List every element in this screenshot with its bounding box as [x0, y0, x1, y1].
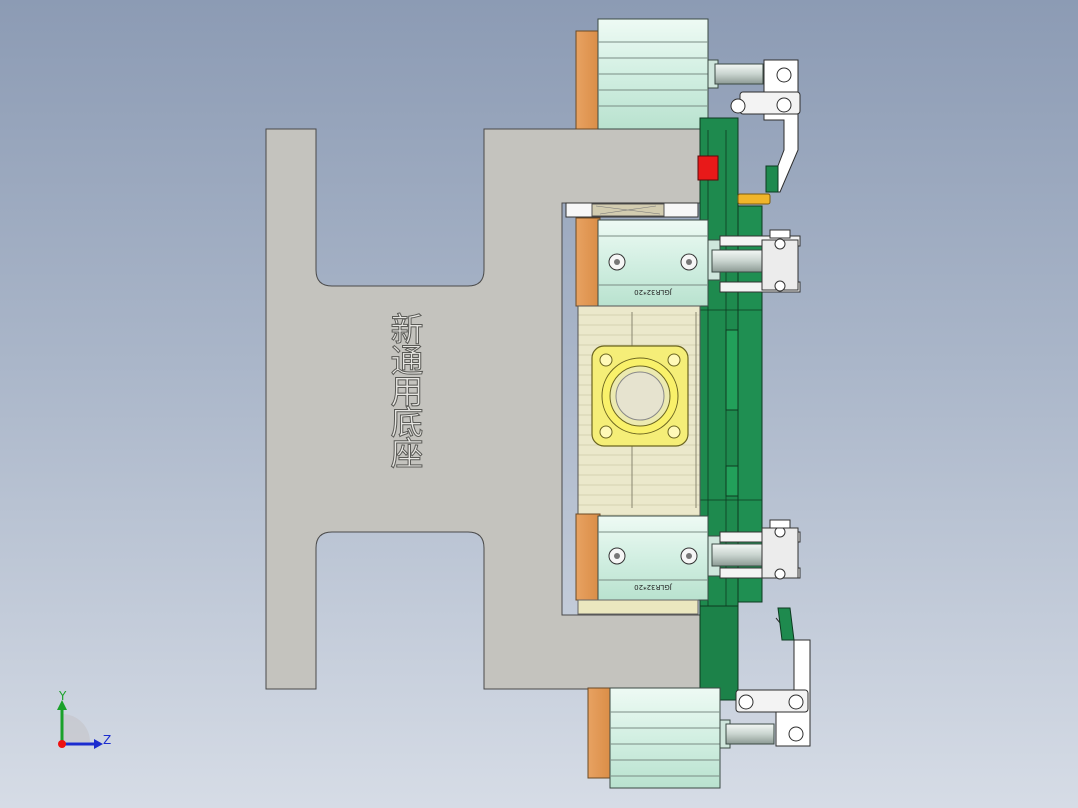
cylinder-label-lower: JGLR32*20: [634, 583, 673, 591]
locating-pin[interactable]: [737, 193, 771, 205]
top-clamp-arm[interactable]: [730, 59, 801, 193]
top-clamp-cylinder[interactable]: [575, 18, 764, 130]
base-plate[interactable]: [265, 128, 701, 690]
z-axis-label: Z: [103, 733, 111, 747]
mid-clamp-arm-upper[interactable]: [719, 229, 801, 293]
mid-clamp-arm-lower[interactable]: [719, 519, 801, 580]
coordinate-triad: Y Z: [57, 689, 111, 749]
bottom-clamp-arm[interactable]: [735, 607, 811, 747]
y-axis-label: Y: [58, 689, 67, 703]
guide-rail[interactable]: [565, 202, 699, 218]
x-axis-dot: [58, 740, 66, 748]
sensor-block[interactable]: [697, 155, 719, 181]
mid-clamp-cylinder-upper[interactable]: JGLR32*20: [575, 217, 765, 307]
bottom-clamp-cylinder[interactable]: [587, 687, 775, 789]
part-fixture[interactable]: [577, 305, 701, 517]
cylinder-label-upper: JGLR32*20: [634, 288, 673, 296]
green-mount-plate[interactable]: [699, 117, 763, 701]
base-engraved-label: 新通用底座: [385, 312, 425, 468]
